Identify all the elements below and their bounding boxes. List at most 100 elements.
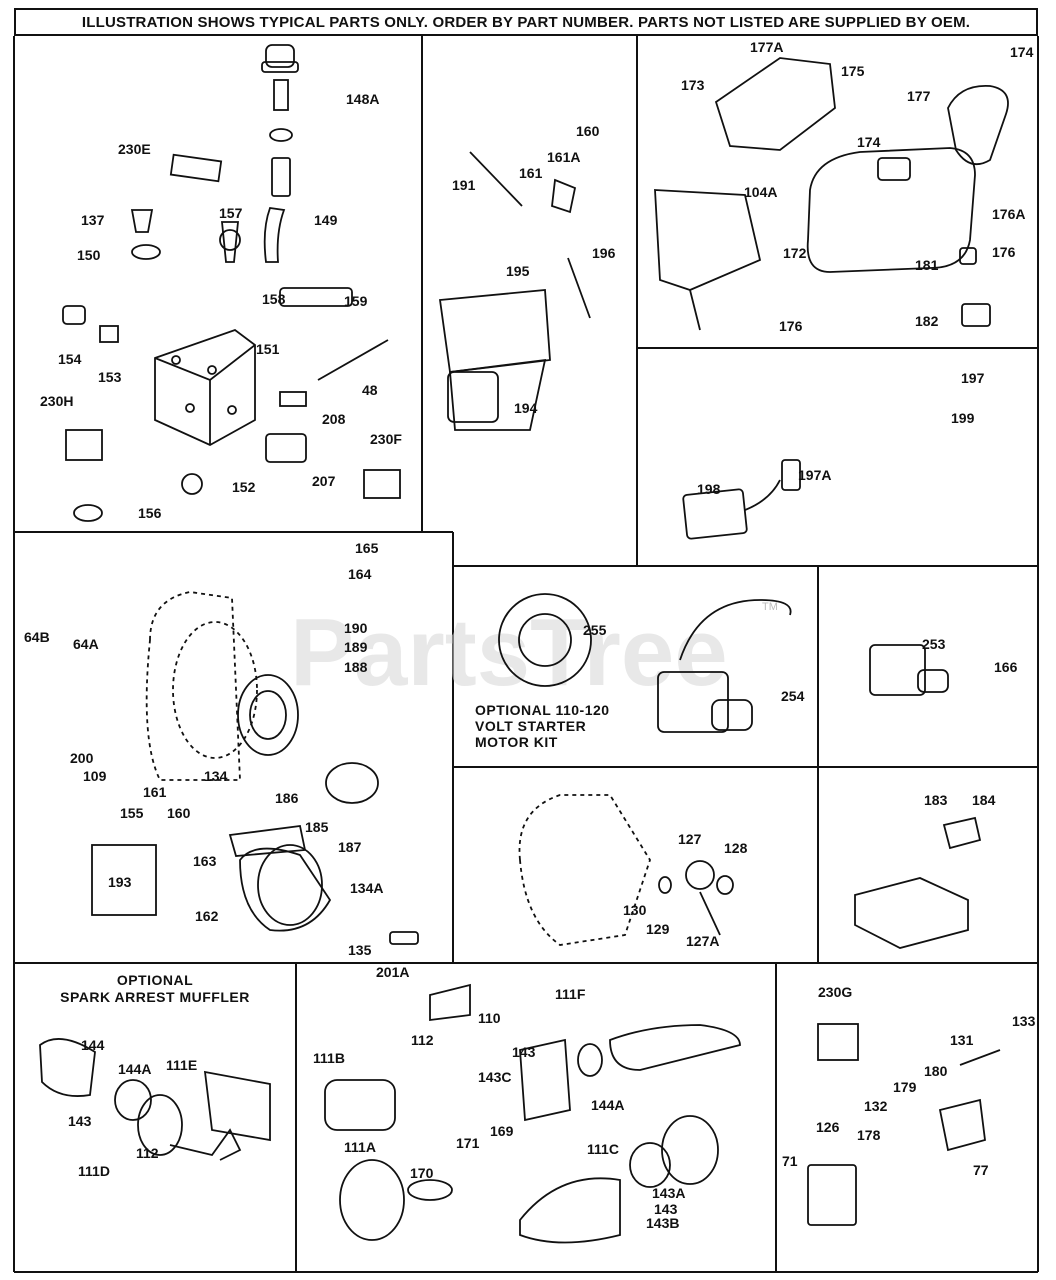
- callout-label: 161: [519, 165, 543, 181]
- callout-label: 163: [193, 853, 217, 869]
- callout-label: 255: [583, 622, 607, 638]
- callout-label: 183: [924, 792, 948, 808]
- callout-label: 177A: [750, 39, 783, 55]
- callout-label: 155: [120, 805, 144, 821]
- callout-label: 131: [950, 1032, 974, 1048]
- callout-label: 149: [314, 212, 338, 228]
- part-illustrations: [39, 44, 1009, 1244]
- recoil-starter: [91, 674, 419, 945]
- callout-label: 112: [411, 1032, 434, 1048]
- callout-label: 170: [410, 1165, 434, 1181]
- callout-label: 173: [681, 77, 705, 93]
- callout-label: 194: [514, 400, 538, 416]
- callout-label: 143: [654, 1201, 678, 1217]
- callout-label: 207: [312, 473, 336, 489]
- callout-label: 111C: [587, 1141, 619, 1157]
- callout-label: 199: [951, 410, 975, 426]
- caption-spark-muffler: SPARK ARREST MUFFLER: [60, 989, 250, 1005]
- callout-label: 181: [915, 257, 939, 273]
- callout-label: 128: [724, 840, 748, 856]
- callout-label: 184: [972, 792, 996, 808]
- callout-label: 191: [452, 177, 476, 193]
- callout-label: 230E: [118, 141, 151, 157]
- callout-label: 151: [256, 341, 280, 357]
- callout-label: 165: [355, 540, 379, 556]
- callout-label: 198: [697, 481, 721, 497]
- callout-label: 48: [362, 382, 378, 398]
- callout-label: 175: [841, 63, 865, 79]
- callout-label: 144: [81, 1037, 105, 1053]
- callout-label: 111E: [166, 1057, 197, 1073]
- callout-label: 137: [81, 212, 105, 228]
- callout-label: 177: [907, 88, 931, 104]
- callout-label: 200: [70, 750, 94, 766]
- callout-label: 197A: [798, 467, 831, 483]
- callout-label: 143: [512, 1044, 536, 1060]
- callout-label: 143B: [646, 1215, 679, 1231]
- callout-label: 161: [143, 784, 167, 800]
- callout-label: 176: [992, 244, 1016, 260]
- callout-label: 172: [783, 245, 807, 261]
- callout-label: 190: [344, 620, 368, 636]
- callout-label: 144A: [591, 1097, 624, 1113]
- callout-label: 176A: [992, 206, 1025, 222]
- spark-arrest-muffler: [39, 1038, 271, 1161]
- callout-label: 186: [275, 790, 299, 806]
- callout-label: 179: [893, 1079, 917, 1095]
- callout-label: 127: [678, 831, 702, 847]
- callout-label: 112: [136, 1145, 159, 1161]
- callout-label: 162: [195, 908, 219, 924]
- caption-starter-kit: MOTOR KIT: [475, 734, 558, 750]
- callout-label: 64A: [73, 636, 99, 652]
- fuel-tank: [654, 57, 1009, 331]
- callout-label: 196: [592, 245, 616, 261]
- callout-label: 195: [506, 263, 530, 279]
- callout-label: 176: [779, 318, 803, 334]
- callout-label: 174: [1010, 44, 1034, 60]
- callout-label: 157: [219, 205, 243, 221]
- small-hardware: [62, 209, 389, 522]
- blower-housing: [145, 591, 258, 781]
- callout-label: 144A: [118, 1061, 151, 1077]
- callout-label: 134A: [350, 880, 383, 896]
- callout-label: 109: [83, 768, 107, 784]
- callout-label: 178: [857, 1127, 881, 1143]
- callout-label: 188: [344, 659, 368, 675]
- callout-label: 111B: [313, 1050, 345, 1066]
- callout-label: 127A: [686, 933, 719, 949]
- callout-label: 64B: [24, 629, 50, 645]
- callout-label: 153: [98, 369, 122, 385]
- governor-linkage: [438, 151, 591, 431]
- callout-label: 110: [478, 1010, 501, 1026]
- callout-label: 129: [646, 921, 670, 937]
- callout-label: 187: [338, 839, 362, 855]
- callout-label: 208: [322, 411, 346, 427]
- muffler-assembly: [324, 983, 741, 1244]
- fuel-cap-assembly: [261, 44, 299, 263]
- callout-label: 160: [576, 123, 600, 139]
- callout-label: 111A: [344, 1139, 376, 1155]
- decals: [65, 153, 401, 499]
- callout-label: 185: [305, 819, 329, 835]
- watermark-trademark: TM: [762, 601, 778, 613]
- electric-starter: [869, 644, 949, 696]
- callout-label: 230G: [818, 984, 852, 1000]
- callout-label: 197: [961, 370, 985, 386]
- callout-label: 132: [864, 1098, 888, 1114]
- rotating-screen: [854, 816, 982, 949]
- watermark: PartsTree: [290, 599, 728, 706]
- callout-label: 189: [344, 639, 368, 655]
- callout-label: 160: [167, 805, 191, 821]
- flywheel: [518, 794, 734, 946]
- caption-spark-muffler: OPTIONAL: [117, 972, 193, 988]
- ignition-switch: [682, 459, 801, 540]
- callout-label: 230H: [40, 393, 73, 409]
- callout-label: 111F: [555, 986, 586, 1002]
- starter-kit: [498, 593, 792, 733]
- callout-label: 159: [344, 293, 368, 309]
- callout-label: 174: [857, 134, 881, 150]
